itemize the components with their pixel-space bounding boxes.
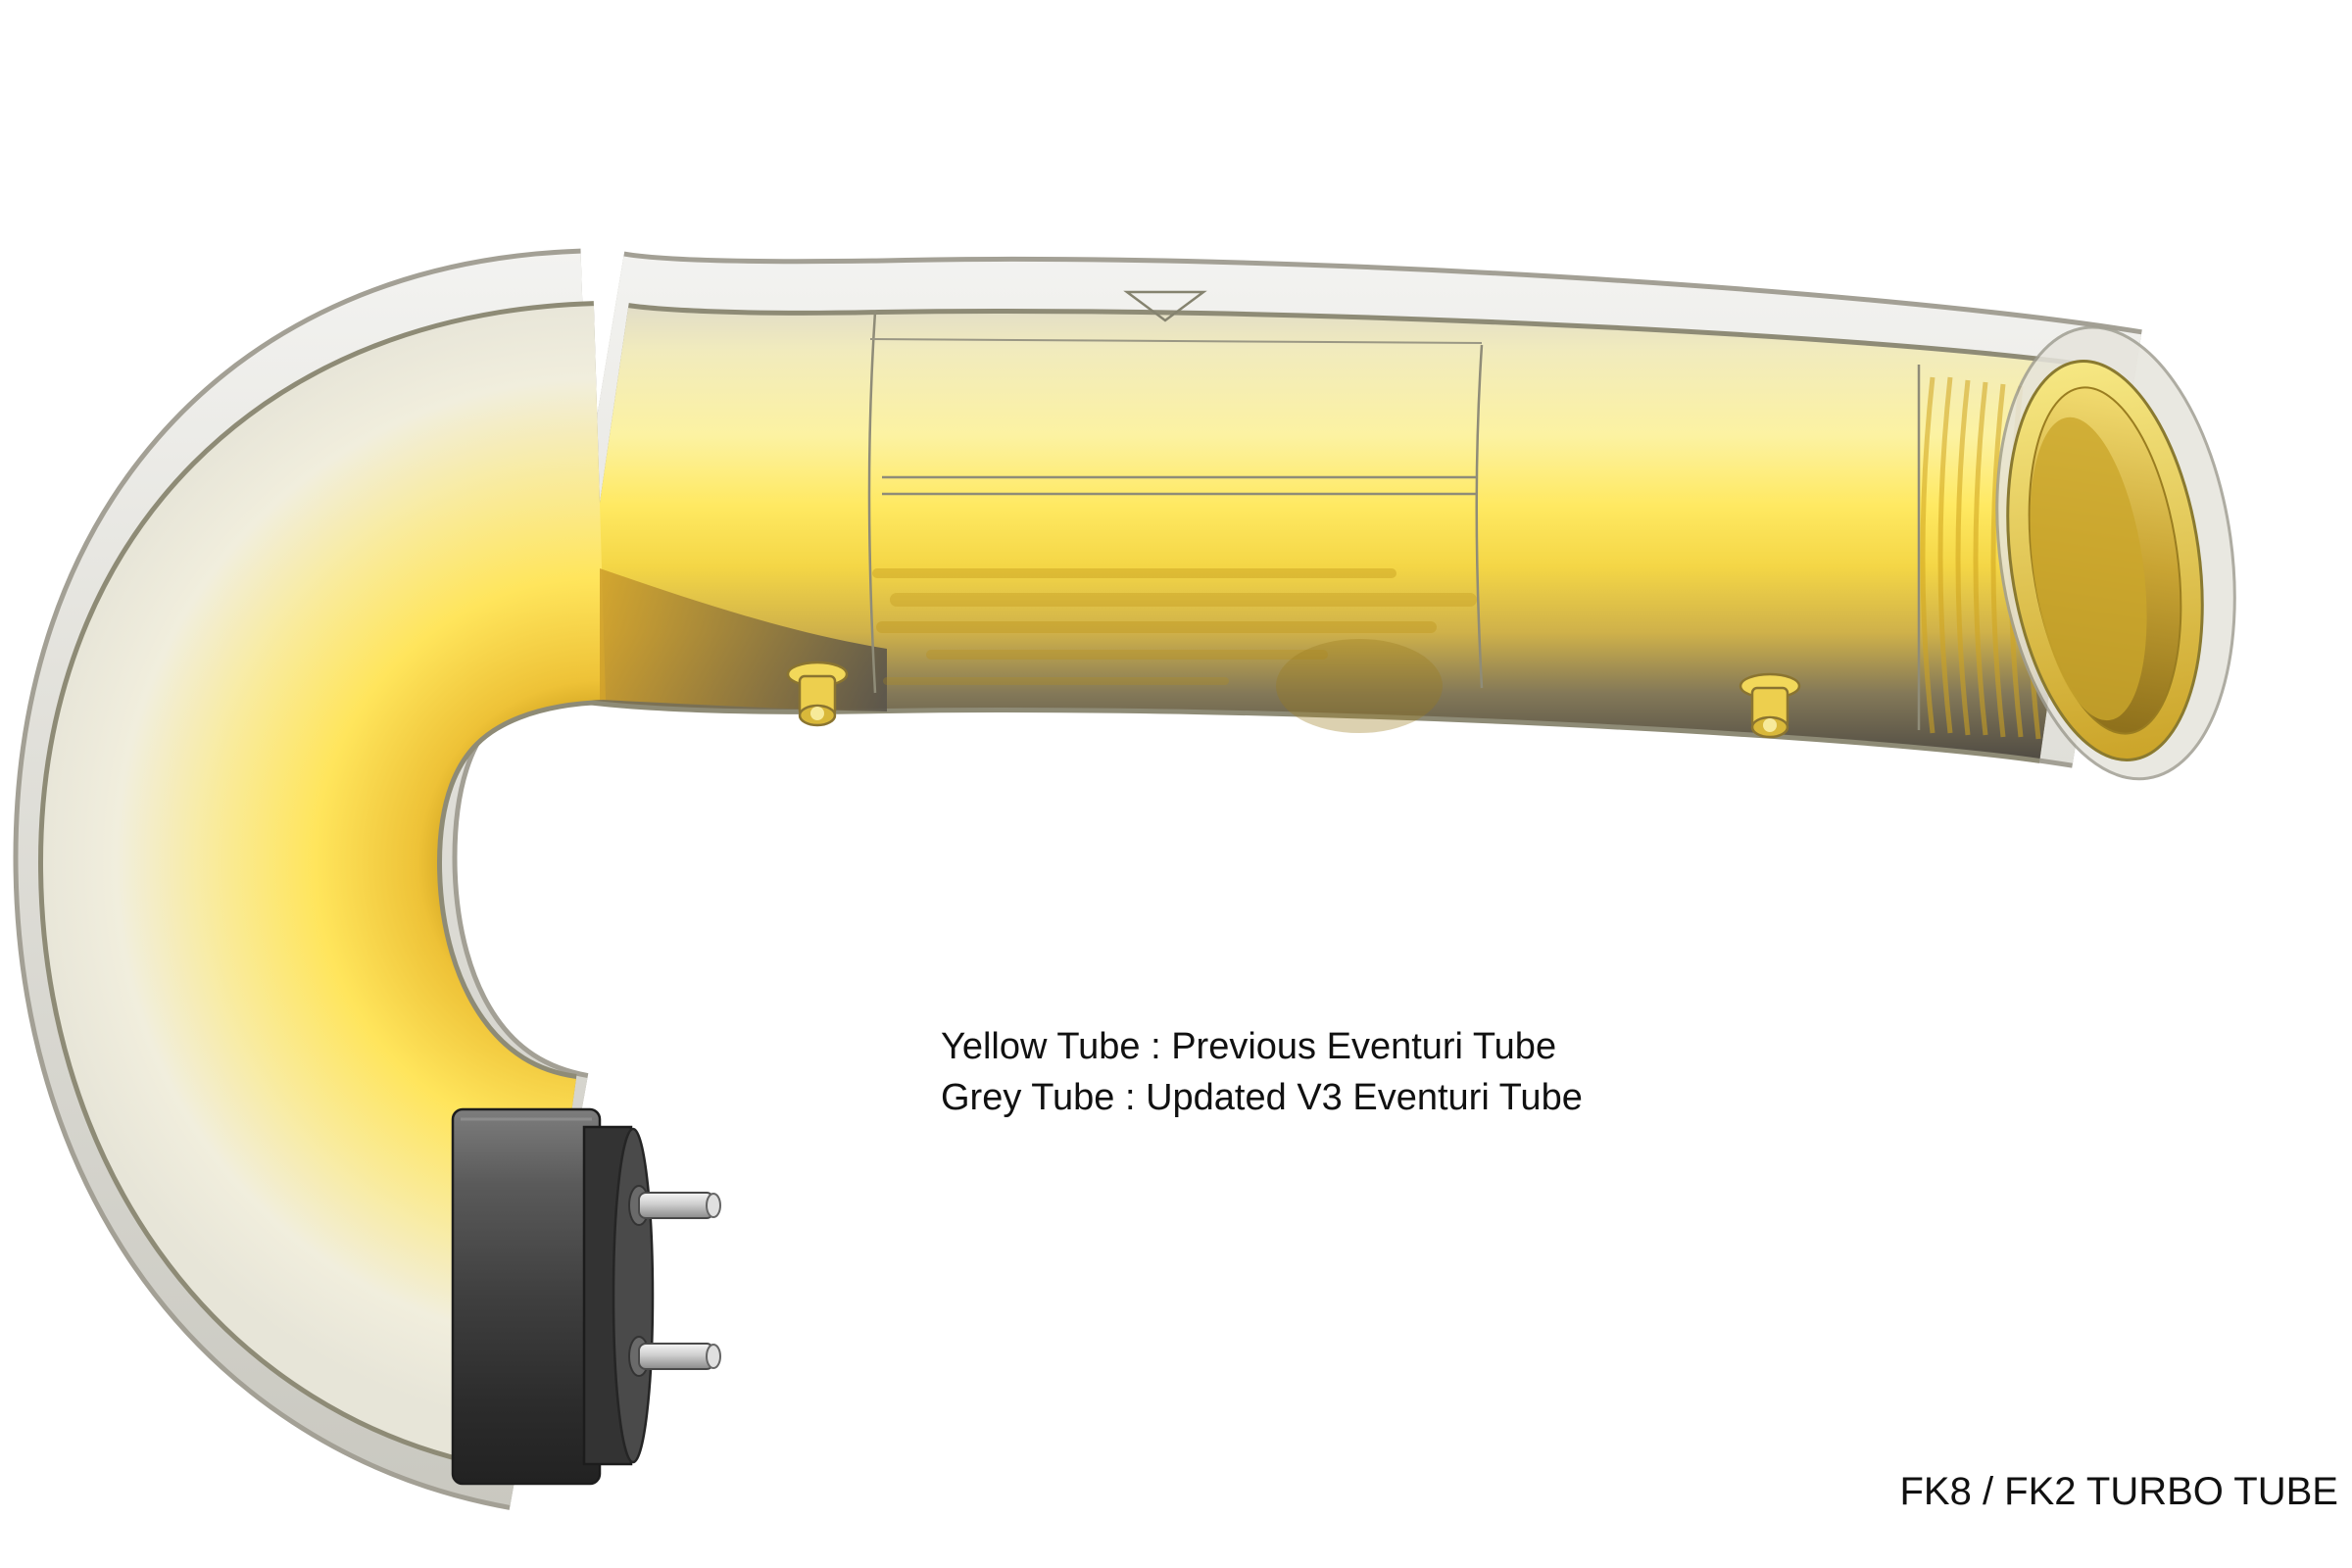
caption-line-1: Yellow Tube : Previous Eventuri Tube [941,1026,1557,1067]
mounting-pin-bottom [628,1336,721,1377]
outlet [1995,325,2236,781]
panel-lines [867,311,1484,694]
caption-line-2: Grey Tube : Updated V3 Eventuri Tube [941,1077,1583,1118]
yellow-tube [37,301,2097,1474]
part-label: FK8 / FK2 TURBO TUBE [1899,1470,2338,1513]
notch-marker [1123,290,1207,322]
surface-shading [872,568,1477,733]
sensor-boss-front [786,661,849,727]
caption: Yellow Tube : Previous Eventuri Tube Gre… [941,1021,1583,1123]
flange [451,1107,721,1486]
vent-striations [1920,376,2041,740]
sensor-boss-rear [1739,672,1801,739]
mounting-pin-top [628,1185,721,1226]
